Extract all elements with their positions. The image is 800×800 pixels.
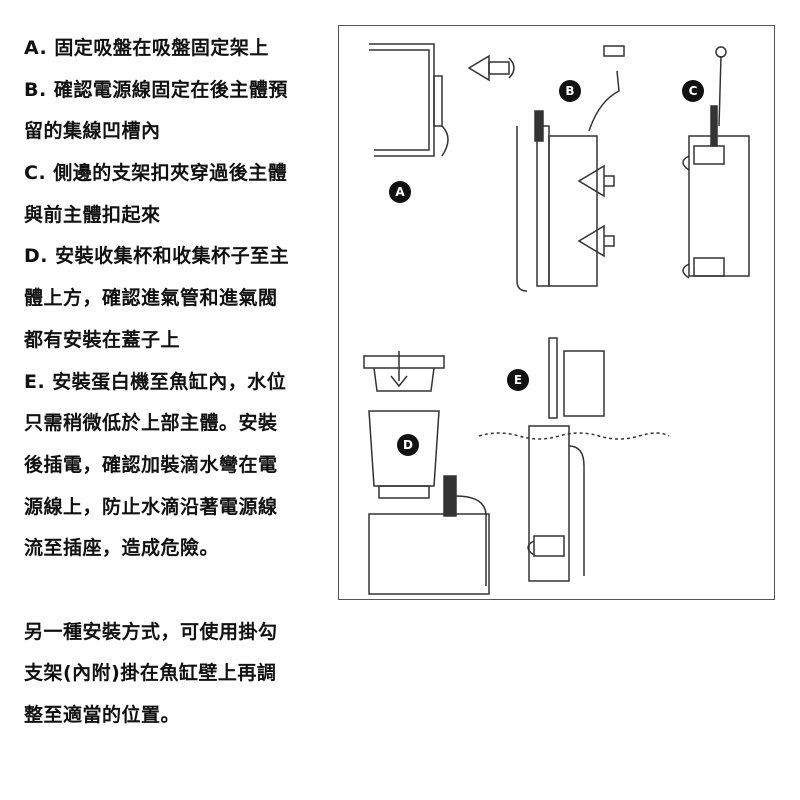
step-a-line: A. 固定吸盤在吸盤固定架上 bbox=[24, 37, 269, 59]
instruction-text: A. 固定吸盤在吸盤固定架上 B. 確認電源線固定在後主體預 留的集線凹槽內 C… bbox=[24, 28, 334, 737]
step-c-line: 與前主體扣起來 bbox=[24, 203, 161, 226]
label-b-badge: B bbox=[559, 80, 581, 102]
step-e-line: 只需稍微低於上部主體。安裝 bbox=[24, 412, 278, 435]
step-d-line: 都有安裝在蓋子上 bbox=[24, 328, 181, 351]
installation-diagram: A B C D E bbox=[338, 25, 775, 600]
alternative-line: 整至適當的位置。 bbox=[24, 704, 181, 726]
skimmer-b-illustration bbox=[516, 45, 625, 292]
step-e-line: E. 安裝蛋白機至魚缸內，水位 bbox=[24, 370, 287, 393]
alternative-line: 支架(內附)掛在魚缸壁上再調 bbox=[24, 662, 277, 685]
step-b-line: B. 確認電源線固定在後主體預 bbox=[24, 78, 288, 101]
skimmer-e-illustration bbox=[478, 337, 670, 582]
label-c-badge: C bbox=[682, 80, 704, 102]
label-e-badge: E bbox=[507, 369, 529, 391]
skimmer-c-illustration bbox=[682, 46, 750, 279]
cup-d-illustration bbox=[363, 351, 490, 595]
step-c-line: C. 側邊的支架扣夾穿過後主體 bbox=[24, 162, 288, 185]
step-e-line: 流至插座，造成危險。 bbox=[24, 537, 220, 560]
bracket-a-illustration bbox=[369, 43, 515, 157]
step-e-line: 源線上，防止水滴沿著電源線 bbox=[24, 495, 278, 518]
label-d-badge: D bbox=[397, 434, 419, 456]
step-d-line: D. 安裝收集杯和收集杯子至主 bbox=[24, 245, 290, 268]
step-b-line: 留的集線凹槽內 bbox=[24, 120, 161, 143]
step-d-line: 體上方，確認進氣管和進氣閥 bbox=[24, 287, 278, 310]
label-a-badge: A bbox=[389, 181, 411, 203]
diagram-illustration bbox=[363, 43, 750, 595]
alternative-line: 另一種安裝方式，可使用掛勾 bbox=[24, 620, 278, 643]
step-e-line: 後插電，確認加裝滴水彎在電 bbox=[24, 453, 278, 476]
